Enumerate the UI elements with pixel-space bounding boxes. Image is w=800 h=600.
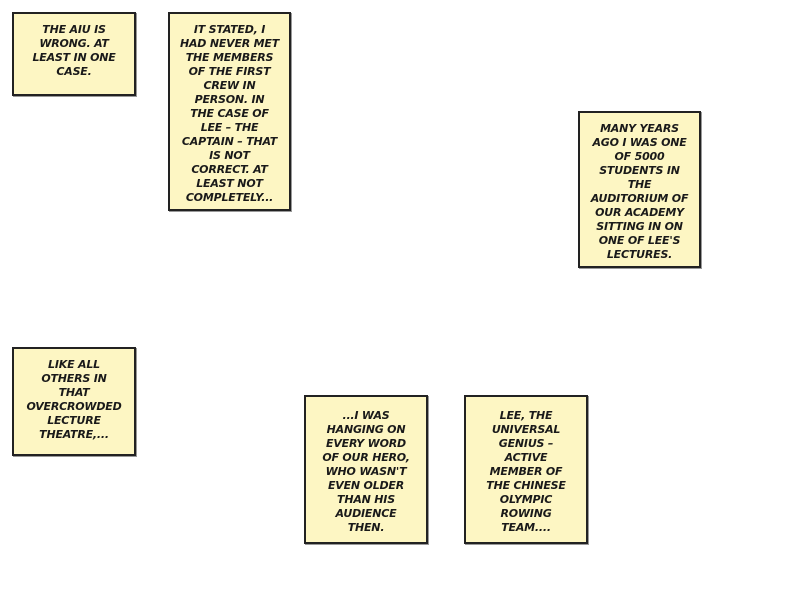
caption-line: WHO WASN'T <box>325 465 407 478</box>
caption-line: IS NOT <box>209 149 250 162</box>
caption-line: COMPLETELY... <box>185 191 274 204</box>
caption-line: THE MEMBERS <box>185 51 274 64</box>
caption-line: LEE – THE <box>200 121 259 134</box>
caption-line: THE CASE OF <box>190 107 269 120</box>
caption-line: THAT <box>58 386 90 399</box>
caption-line: AGO I WAS ONE <box>592 136 687 149</box>
caption-line: SITTING IN ON <box>596 220 683 233</box>
caption-line: OTHERS IN <box>41 372 107 385</box>
caption-line: IT STATED, I <box>193 23 266 36</box>
caption-line: ONE OF LEE'S <box>598 234 681 247</box>
caption-line: OLYMPIC <box>499 493 553 506</box>
caption-line: LEAST IN ONE <box>32 51 116 64</box>
caption-line: LECTURE <box>47 414 101 427</box>
caption-line: AUDIENCE <box>335 507 397 520</box>
caption-line: MEMBER OF <box>489 465 563 478</box>
caption-line: EVEN OLDER <box>327 479 405 492</box>
caption-line: CORRECT. AT <box>191 163 268 176</box>
caption-line: THE CHINESE <box>486 479 566 492</box>
caption-line: CAPTAIN – THAT <box>181 135 278 148</box>
caption-line: ROWING <box>500 507 552 520</box>
caption-line: THAN HIS <box>337 493 395 506</box>
caption-line: CREW IN <box>203 79 256 92</box>
caption-line: HANGING ON <box>326 423 406 436</box>
caption-line: EVERY WORD <box>326 437 406 450</box>
caption-line: LIKE ALL <box>48 358 100 371</box>
caption-line: HAD NEVER MET <box>179 37 280 50</box>
caption-line: OUR ACADEMY <box>595 206 684 219</box>
caption-line: THE <box>627 178 652 191</box>
caption-line: PERSON. IN <box>194 93 265 106</box>
caption-line: ACTIVE <box>504 451 548 464</box>
caption-line: OF 5000 <box>614 150 665 163</box>
caption-line: MANY YEARS <box>600 122 679 135</box>
caption-line: AUDITORIUM OF <box>590 192 689 205</box>
caption-line: LEE, THE <box>499 409 553 422</box>
caption-line: OF OUR HERO, <box>322 451 410 464</box>
caption-line: OF THE FIRST <box>188 65 271 78</box>
caption-line: LEAST NOT <box>196 177 263 190</box>
caption-line: LECTURES. <box>606 248 673 261</box>
caption-line: GENIUS – <box>498 437 554 450</box>
caption-line: TEAM.... <box>501 521 551 534</box>
caption-line: THEATRE,... <box>39 428 109 441</box>
caption-line: STUDENTS IN <box>599 164 680 177</box>
caption-line: UNIVERSAL <box>491 423 561 436</box>
caption-line: THEN. <box>347 521 385 534</box>
caption-line: THE AIU IS <box>42 23 106 36</box>
caption-line: ...I WAS <box>342 409 390 422</box>
caption-line: CASE. <box>56 65 92 78</box>
caption-line: OVERCROWDED <box>26 400 122 413</box>
caption-line: WRONG. AT <box>39 37 109 50</box>
